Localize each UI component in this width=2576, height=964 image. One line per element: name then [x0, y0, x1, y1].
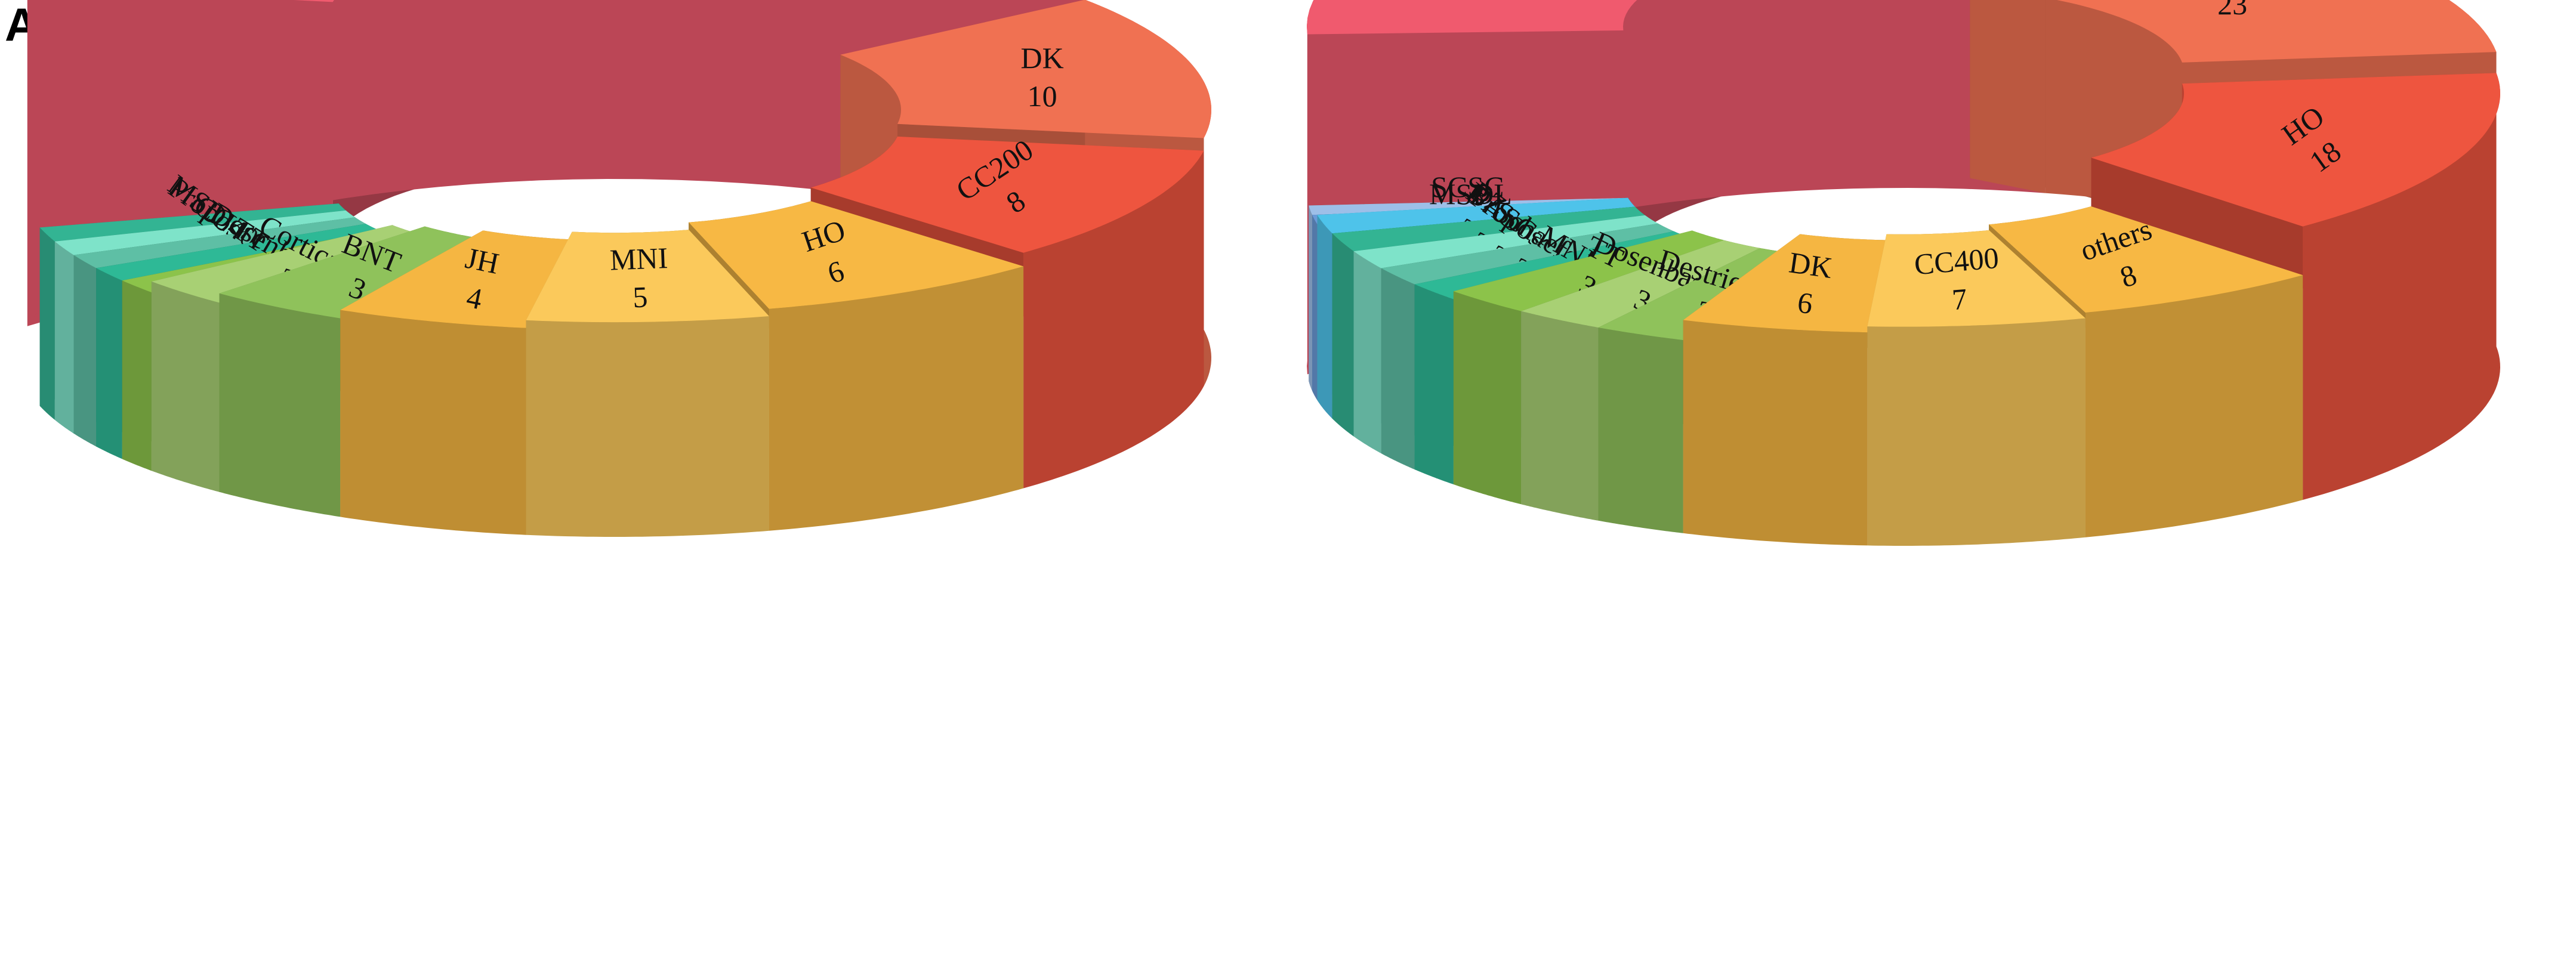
- slice-top-face: [1381, 223, 1674, 285]
- slice-value: 23: [2217, 0, 2247, 21]
- slice-top-face: [1309, 197, 1626, 215]
- slice-outer-wall: [1381, 268, 1415, 469]
- slice-top-face: [96, 224, 378, 281]
- slice-label: DK: [1787, 245, 1835, 285]
- slice-outer-wall: [1023, 150, 1204, 489]
- slice-top-face: [2057, 0, 2497, 63]
- slice-outer-wall: [151, 281, 220, 492]
- slice-label: JH: [462, 241, 502, 280]
- slice-top-face: [1683, 234, 1887, 333]
- slice-start-face: [1970, 0, 2046, 193]
- slice-outer-wall: [96, 268, 122, 459]
- slice-top-face: [54, 210, 355, 255]
- slice-label: MSDL: [1429, 177, 1512, 211]
- slice-top-face: [1353, 215, 1658, 268]
- slice-outer-wall: [1312, 215, 1318, 400]
- slice-top-face: [1317, 197, 1636, 234]
- panel-b-donut: AAL35CC20023SCSC1MSDL1EZ2BASC2HO18Propos…: [1307, 0, 2500, 546]
- slice-top-face: [340, 230, 572, 328]
- slice-label: CC400: [1913, 241, 2000, 281]
- slice-top-face: [840, 0, 1211, 138]
- slice-top-face: [219, 226, 483, 319]
- slice-outer-wall: [122, 280, 152, 471]
- slice-value: 5: [632, 280, 648, 314]
- slice-label: DK: [1020, 41, 1063, 75]
- panel-a: A AAL28DK10MSDL1Proposed1CC4001CC2008TT1…: [5, 0, 1211, 537]
- slice-top-face: [1521, 240, 1760, 328]
- slice-top-face: [151, 225, 425, 303]
- slice-outer-wall: [219, 293, 341, 517]
- slice-outer-wall: [1317, 215, 1332, 419]
- slice-outer-wall: [2085, 275, 2303, 537]
- slice-outer-wall: [1683, 320, 1868, 546]
- slice-outer-wall: [1332, 233, 1354, 437]
- slice-outer-wall: [39, 227, 55, 420]
- slice-outer-wall: [340, 310, 526, 535]
- slice-outer-wall: [2303, 73, 2500, 500]
- slice-top-face: [294, 0, 334, 2]
- slice-top-face: [689, 201, 1024, 309]
- slice-top-face: [810, 136, 1204, 253]
- slice-outer-wall: [1309, 205, 1312, 391]
- slice-top-face: [1989, 206, 2303, 313]
- slice-top-face: [1307, 0, 1637, 35]
- panel-b: B AAL35CC20023SCSC1MSDL1EZ2BASC2HO18Prop…: [1307, 0, 2500, 546]
- slice-outer-wall: [526, 316, 769, 537]
- slice-top-face: [1867, 230, 2086, 327]
- slice-outer-wall: [1307, 0, 2046, 375]
- slice-top-face: [73, 217, 366, 268]
- slice-outer-wall: [27, 0, 1085, 326]
- slice-outer-wall: [1414, 284, 1454, 484]
- slice-top-face: [526, 230, 769, 323]
- slice-a-ho: HO6: [689, 201, 1024, 531]
- slice-outer-wall: [1353, 251, 1381, 454]
- panel-a-donut: AAL28DK10MSDL1Proposed1CC4001CC2008TT1Do…: [27, 0, 1211, 537]
- slice-label: MNI: [609, 241, 668, 277]
- slice-outer-wall: [54, 241, 74, 434]
- slice-top-face: [2091, 73, 2500, 227]
- slice-outer-wall: [73, 255, 97, 447]
- slice-label: SCSC: [1431, 170, 1504, 203]
- slice-value: 7: [1951, 282, 1969, 316]
- slice-outer-wall: [1453, 291, 1522, 505]
- slice-outer-wall: [1867, 318, 2086, 546]
- slice-top-face: [39, 203, 346, 242]
- slice-value: 10: [1028, 79, 1057, 113]
- slice-outer-wall: [769, 266, 1024, 531]
- slice-top-face: [1332, 206, 1645, 252]
- slice-outer-wall: [1598, 327, 1683, 533]
- slice-outer-wall: [1521, 311, 1599, 521]
- slice-top-face: [1453, 230, 1724, 311]
- slice-top-face: [1598, 248, 1800, 341]
